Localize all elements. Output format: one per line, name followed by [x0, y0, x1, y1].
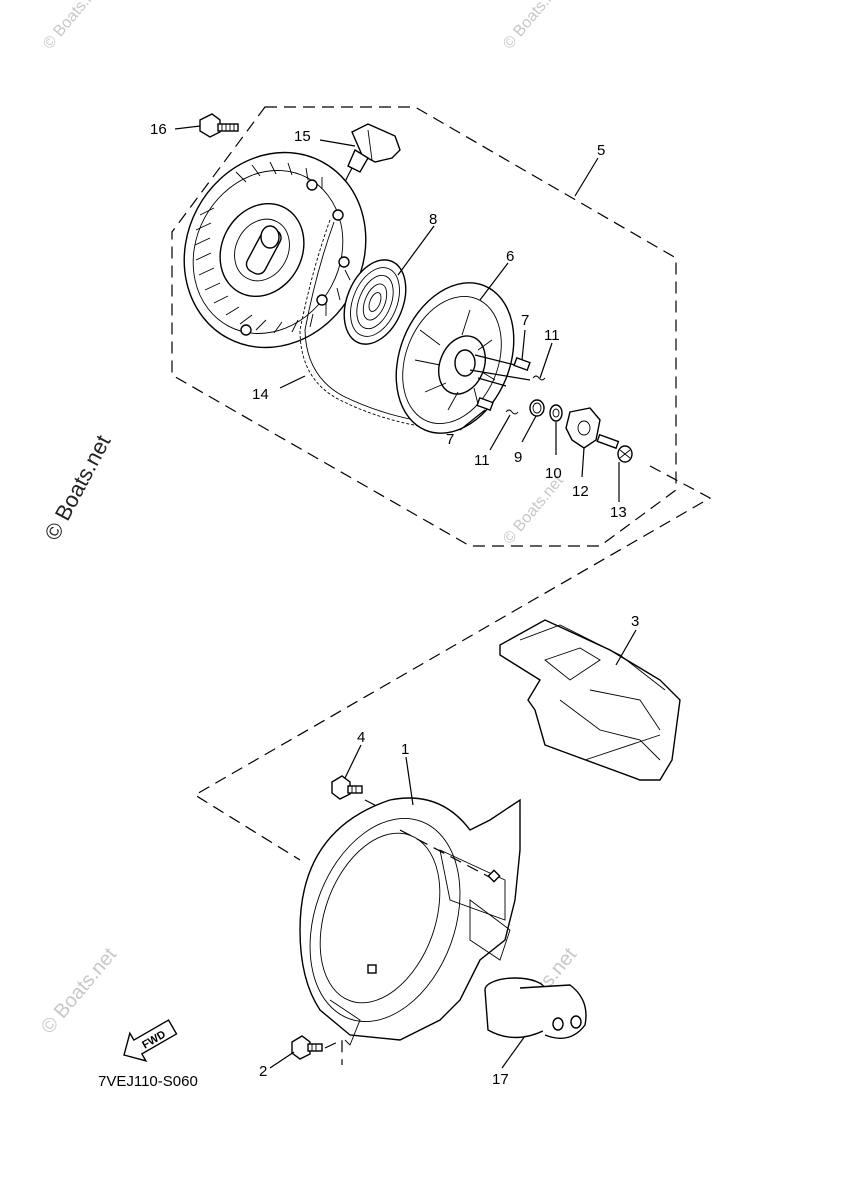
callout-11-upper: 11	[544, 327, 560, 344]
starter-handle-15	[329, 123, 401, 221]
callout-4: 4	[357, 729, 365, 746]
watermark-middle: © Boats.net	[500, 472, 567, 548]
ratchet-spring-11-upper	[532, 375, 546, 381]
callout-11-lower: 11	[474, 452, 490, 469]
spring-9	[529, 399, 545, 417]
fwd-arrow-icon: FWD	[123, 1019, 178, 1062]
guide-line-bolt-2	[324, 1039, 343, 1065]
fwd-label: FWD	[140, 1028, 168, 1051]
callout-17: 17	[492, 1071, 509, 1088]
starter-case	[183, 151, 367, 349]
callout-3: 3	[631, 613, 639, 630]
watermark-top-left: © Boats.net	[40, 0, 107, 53]
watermark-main: © Boats.net	[39, 431, 115, 545]
callout-5: 5	[597, 142, 605, 159]
drive-plate-12	[565, 407, 601, 449]
starter-cup-17	[484, 977, 587, 1039]
sheave-drum-6	[395, 282, 531, 434]
plate-10	[549, 404, 563, 422]
callout-15: 15	[294, 128, 311, 145]
flywheel-cover-1	[299, 797, 521, 1046]
screw-13	[596, 433, 633, 463]
callout-8: 8	[429, 211, 437, 228]
watermark-bottom-left: © Boats.net	[37, 943, 121, 1038]
callout-13: 13	[610, 504, 627, 521]
callout-10: 10	[545, 465, 562, 482]
callout-9: 9	[514, 449, 522, 466]
bolt-4	[331, 775, 363, 800]
guide-line-right	[193, 465, 712, 861]
bolt-2	[291, 1035, 323, 1060]
starter-assembly-boundary	[171, 106, 677, 547]
callout-14: 14	[252, 386, 269, 403]
callout-2: 2	[259, 1063, 267, 1080]
spiral-spring-8	[343, 259, 407, 345]
starter-rope-14	[299, 219, 451, 431]
watermark-top-right: © Boats.net	[500, 0, 567, 53]
callout-12: 12	[572, 483, 589, 500]
ratchet-7-lower	[476, 396, 494, 412]
callout-6: 6	[506, 248, 514, 265]
callout-16: 16	[150, 121, 167, 138]
diagram-code: 7VEJ110-S060	[98, 1073, 198, 1090]
callout-7-lower: 7	[446, 431, 454, 448]
ratchet-spring-11-lower	[505, 409, 519, 415]
bolt-16	[199, 113, 239, 138]
callout-1: 1	[401, 741, 409, 758]
callout-7-upper: 7	[521, 312, 529, 329]
air-duct-3	[499, 619, 681, 781]
ratchet-7-upper	[513, 356, 531, 372]
leader-lines	[174, 125, 637, 1069]
callouts: 16 15 5 8 6 7 11 7 11 9 10 12 13 14 3 4 …	[150, 121, 639, 1088]
